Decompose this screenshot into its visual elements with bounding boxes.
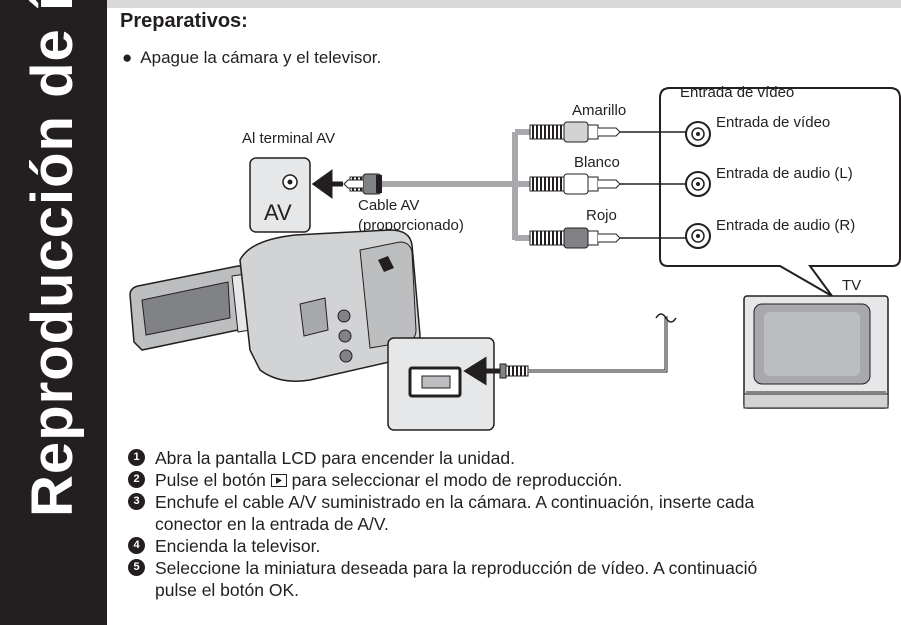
step-5-continuation: pulse el botón OK.: [155, 580, 299, 600]
tv-illustration: [743, 295, 889, 409]
av-plug-icon: [343, 173, 382, 195]
av-cable-bundle: [378, 129, 530, 241]
step-text-pre: Pulse el botón: [155, 470, 266, 490]
step-number: 3: [128, 493, 145, 510]
step-text: Seleccione la miniatura deseada para la …: [155, 558, 758, 578]
step-3-continuation: conector en la entrada de A/V.: [155, 514, 389, 534]
jack-audio-l-icon: [685, 171, 711, 197]
input-video-label: Entrada de vídeo: [716, 114, 830, 131]
step-number: 2: [128, 471, 145, 488]
plug-white-icon: [529, 173, 686, 195]
step-4: 4 Encienda la televisor.: [128, 535, 901, 557]
cable-label-line1: Cable AV: [358, 197, 419, 214]
tv-box-title: Entrada de vídeo: [680, 84, 794, 101]
step-number: 5: [128, 559, 145, 576]
input-audio-l-label: Entrada de audio (L): [716, 165, 853, 182]
sidebar: Reproducción de í: [0, 0, 107, 625]
terminal-label: Al terminal AV: [242, 130, 335, 147]
step-text: Abra la pantalla LCD para encender la un…: [155, 448, 515, 468]
step-1: 1 Abra la pantalla LCD para encender la …: [128, 447, 901, 469]
prep-bullet: ● Apague la cámara y el televisor.: [122, 48, 381, 68]
step-number: 4: [128, 537, 145, 554]
plug-yellow-label: Amarillo: [572, 102, 626, 119]
plug-red-label: Rojo: [586, 207, 617, 224]
arrow-to-port-icon: [463, 356, 500, 386]
step-2: 2 Pulse el botón para seleccionar el mod…: [128, 469, 901, 491]
play-button-icon: [270, 474, 287, 487]
plug-red-icon: [529, 227, 686, 249]
camera-illustration: [129, 229, 421, 382]
step-3: 3 Enchufe el cable A/V suministrado en l…: [128, 491, 901, 513]
tv-callout-box: [659, 87, 901, 297]
step-5: 5 Seleccione la miniatura deseada para l…: [128, 557, 901, 579]
header-bar: [107, 0, 901, 8]
step-number: 1: [128, 449, 145, 466]
plug-yellow-icon: [529, 121, 686, 143]
sidebar-title: Reproducción de í: [20, 0, 85, 517]
jack-video-icon: [685, 121, 711, 147]
arrow-to-terminal-icon: [311, 169, 343, 199]
step-text: Encienda la televisor.: [155, 536, 321, 556]
prep-heading: Preparativos:: [120, 10, 248, 32]
tv-cable: [528, 316, 668, 373]
jack-audio-r-icon: [685, 223, 711, 249]
steps-list: 1 Abra la pantalla LCD para encender la …: [128, 447, 901, 601]
tv-label: TV: [842, 277, 861, 294]
prep-bullet-text: Apague la cámara y el televisor.: [140, 48, 382, 67]
plug-white-label: Blanco: [574, 154, 620, 171]
av-label: AV: [264, 200, 292, 225]
input-audio-r-label: Entrada de audio (R): [716, 217, 855, 234]
connection-diagram: Entrada de vídeo Entrada de vídeo Entrad…: [129, 84, 901, 431]
step-text-post: para seleccionar el modo de reproducción…: [291, 470, 623, 490]
step-text: Enchufe el cable A/V suministrado en la …: [155, 492, 755, 512]
bullet-icon: ●: [122, 48, 133, 67]
